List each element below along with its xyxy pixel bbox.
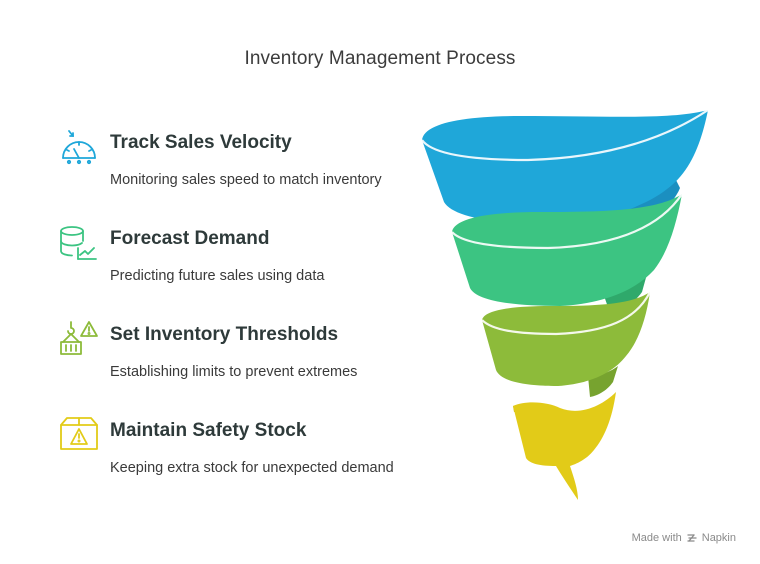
napkin-brand-name: Napkin: [701, 532, 736, 544]
step-description: Keeping extra stock for unexpected deman…: [110, 460, 394, 476]
funnel-band-set-inventory-thresholds: [482, 292, 650, 386]
step-heading: Maintain Safety Stock: [110, 420, 307, 441]
made-with-napkin-badge: Made with Napkin: [632, 532, 736, 544]
funnel-band-maintain-safety-stock: [513, 392, 616, 500]
funnel-band-track-sales-velocity: [422, 110, 708, 224]
funnel-band-back-3: [588, 366, 618, 397]
spiral-funnel: [421, 109, 709, 500]
made-with-label: Made with: [631, 532, 682, 544]
diagram-title: Inventory Management Process: [244, 48, 516, 69]
crane-warning-icon: [60, 321, 98, 355]
step-heading: Set Inventory Thresholds: [110, 324, 339, 345]
step-heading: Track Sales Velocity: [110, 132, 292, 153]
database-chart-icon: [60, 226, 97, 260]
step-heading: Forecast Demand: [110, 228, 270, 249]
speedometer-icon: [62, 130, 96, 165]
box-warning-icon: [60, 417, 98, 450]
funnel-band-forecast-demand: [452, 194, 682, 306]
napkin-logo-icon: [687, 534, 697, 542]
step-description: Monitoring sales speed to match inventor…: [110, 172, 382, 188]
step-description: Predicting future sales using data: [110, 268, 325, 284]
step-description: Establishing limits to prevent extremes: [110, 364, 358, 380]
